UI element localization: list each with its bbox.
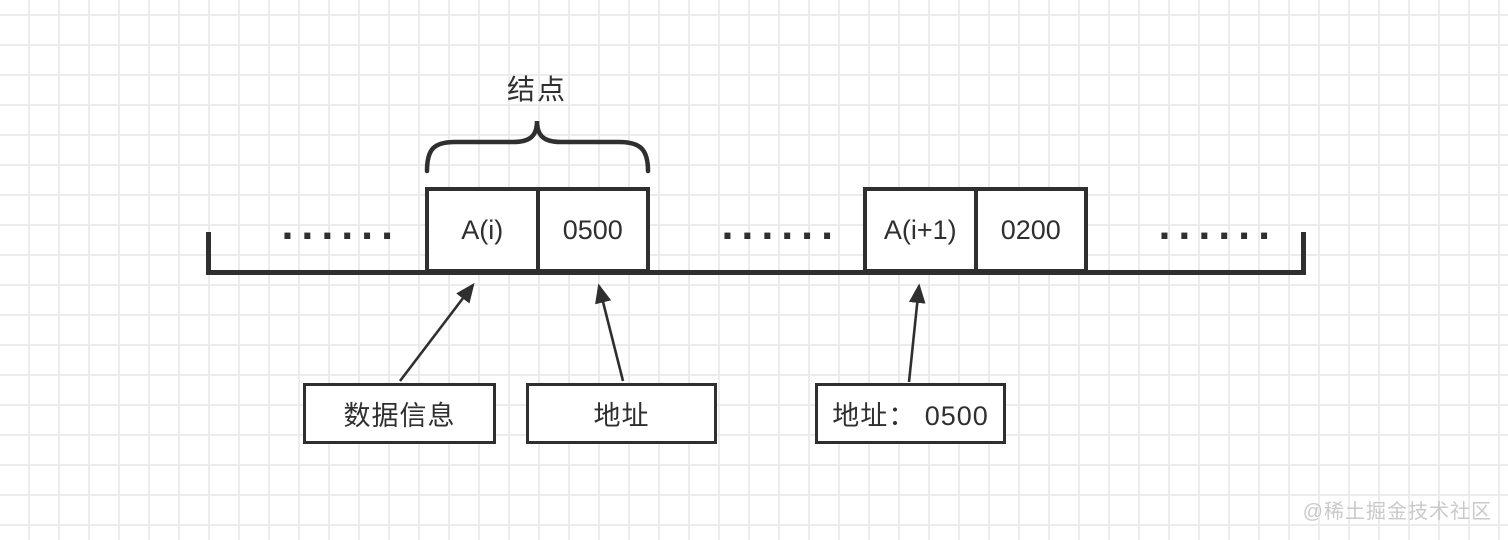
arrow-address-value xyxy=(907,283,926,383)
node1-data-cell: A(i) xyxy=(461,214,504,245)
baseline-right-tick xyxy=(1301,232,1306,275)
callout-address: 地址 xyxy=(526,383,717,444)
baseline-left-tick xyxy=(206,232,211,275)
memory-baseline xyxy=(206,270,1306,275)
node2-data-cell: A(i+1) xyxy=(883,214,957,245)
node-box-2: A(i+1) 0200 xyxy=(863,187,1088,273)
ellipsis-left: ...... xyxy=(281,208,401,248)
arrow-data-info xyxy=(398,282,475,382)
callout-data-info: 数据信息 xyxy=(303,383,496,444)
node1-pointer-cell: 0500 xyxy=(535,191,647,269)
brace xyxy=(424,120,651,174)
callout-address-value: 地址： 0500 xyxy=(815,383,1006,444)
brace-label: 结点 xyxy=(506,74,567,105)
ellipsis-middle: ...... xyxy=(721,208,841,248)
arrow-address xyxy=(595,283,625,382)
node-box-1: A(i) 0500 xyxy=(425,187,650,273)
watermark: @稀土掘金技术社区 xyxy=(1302,501,1492,523)
node2-pointer-cell: 0200 xyxy=(973,191,1085,269)
ellipsis-right: ...... xyxy=(1158,208,1278,248)
